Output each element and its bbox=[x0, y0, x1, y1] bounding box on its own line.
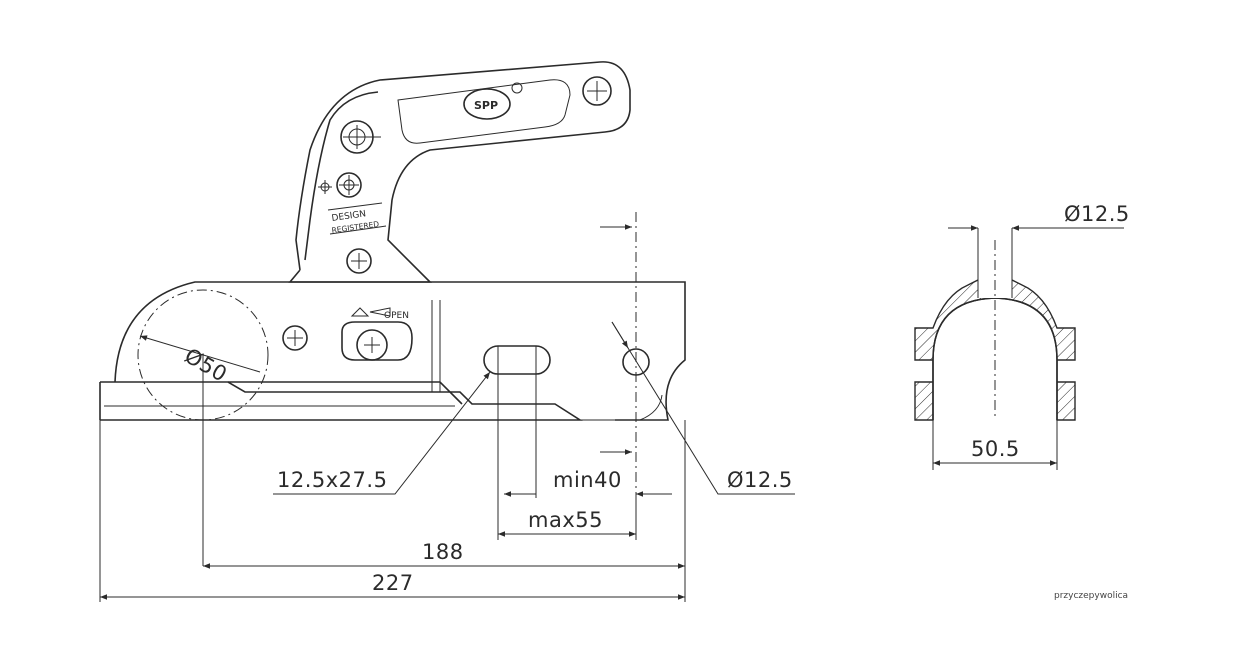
slot-size-label: 12.5x27.5 bbox=[277, 468, 387, 492]
handle-end-icon bbox=[582, 76, 612, 106]
spp-logo bbox=[463, 82, 523, 120]
slot-hole bbox=[483, 345, 551, 540]
dimension-lines bbox=[99, 224, 795, 602]
design-stamp: DESIGN REGISTERED bbox=[327, 202, 387, 235]
lower-screw-icon bbox=[346, 248, 372, 274]
lock-knob-icon bbox=[341, 307, 413, 361]
min-distance-label: min40 bbox=[553, 468, 622, 492]
coupling-handle bbox=[288, 61, 631, 283]
handle-pivot-icon bbox=[340, 120, 381, 154]
ball-diameter-label: Ø50 bbox=[181, 344, 232, 387]
logo-text: SPP bbox=[474, 99, 498, 112]
max-distance-label: max55 bbox=[528, 508, 603, 532]
body-screw-icon bbox=[282, 325, 308, 351]
bolt-hole-label: Ø12.5 bbox=[727, 468, 793, 492]
total-length-label: 227 bbox=[372, 571, 414, 595]
distance-188-label: 188 bbox=[422, 540, 464, 564]
handle-bolt-icon bbox=[318, 172, 362, 198]
section-width-label: 50.5 bbox=[971, 437, 1020, 461]
cross-section bbox=[914, 225, 1124, 470]
bolt-hole bbox=[622, 212, 650, 500]
ball-circle bbox=[137, 289, 269, 566]
watermark-text: przyczepywolica bbox=[1054, 591, 1128, 601]
section-hole-label: Ø12.5 bbox=[1064, 202, 1130, 226]
open-label: OPEN bbox=[384, 311, 409, 321]
design-text: DESIGN bbox=[331, 209, 367, 224]
